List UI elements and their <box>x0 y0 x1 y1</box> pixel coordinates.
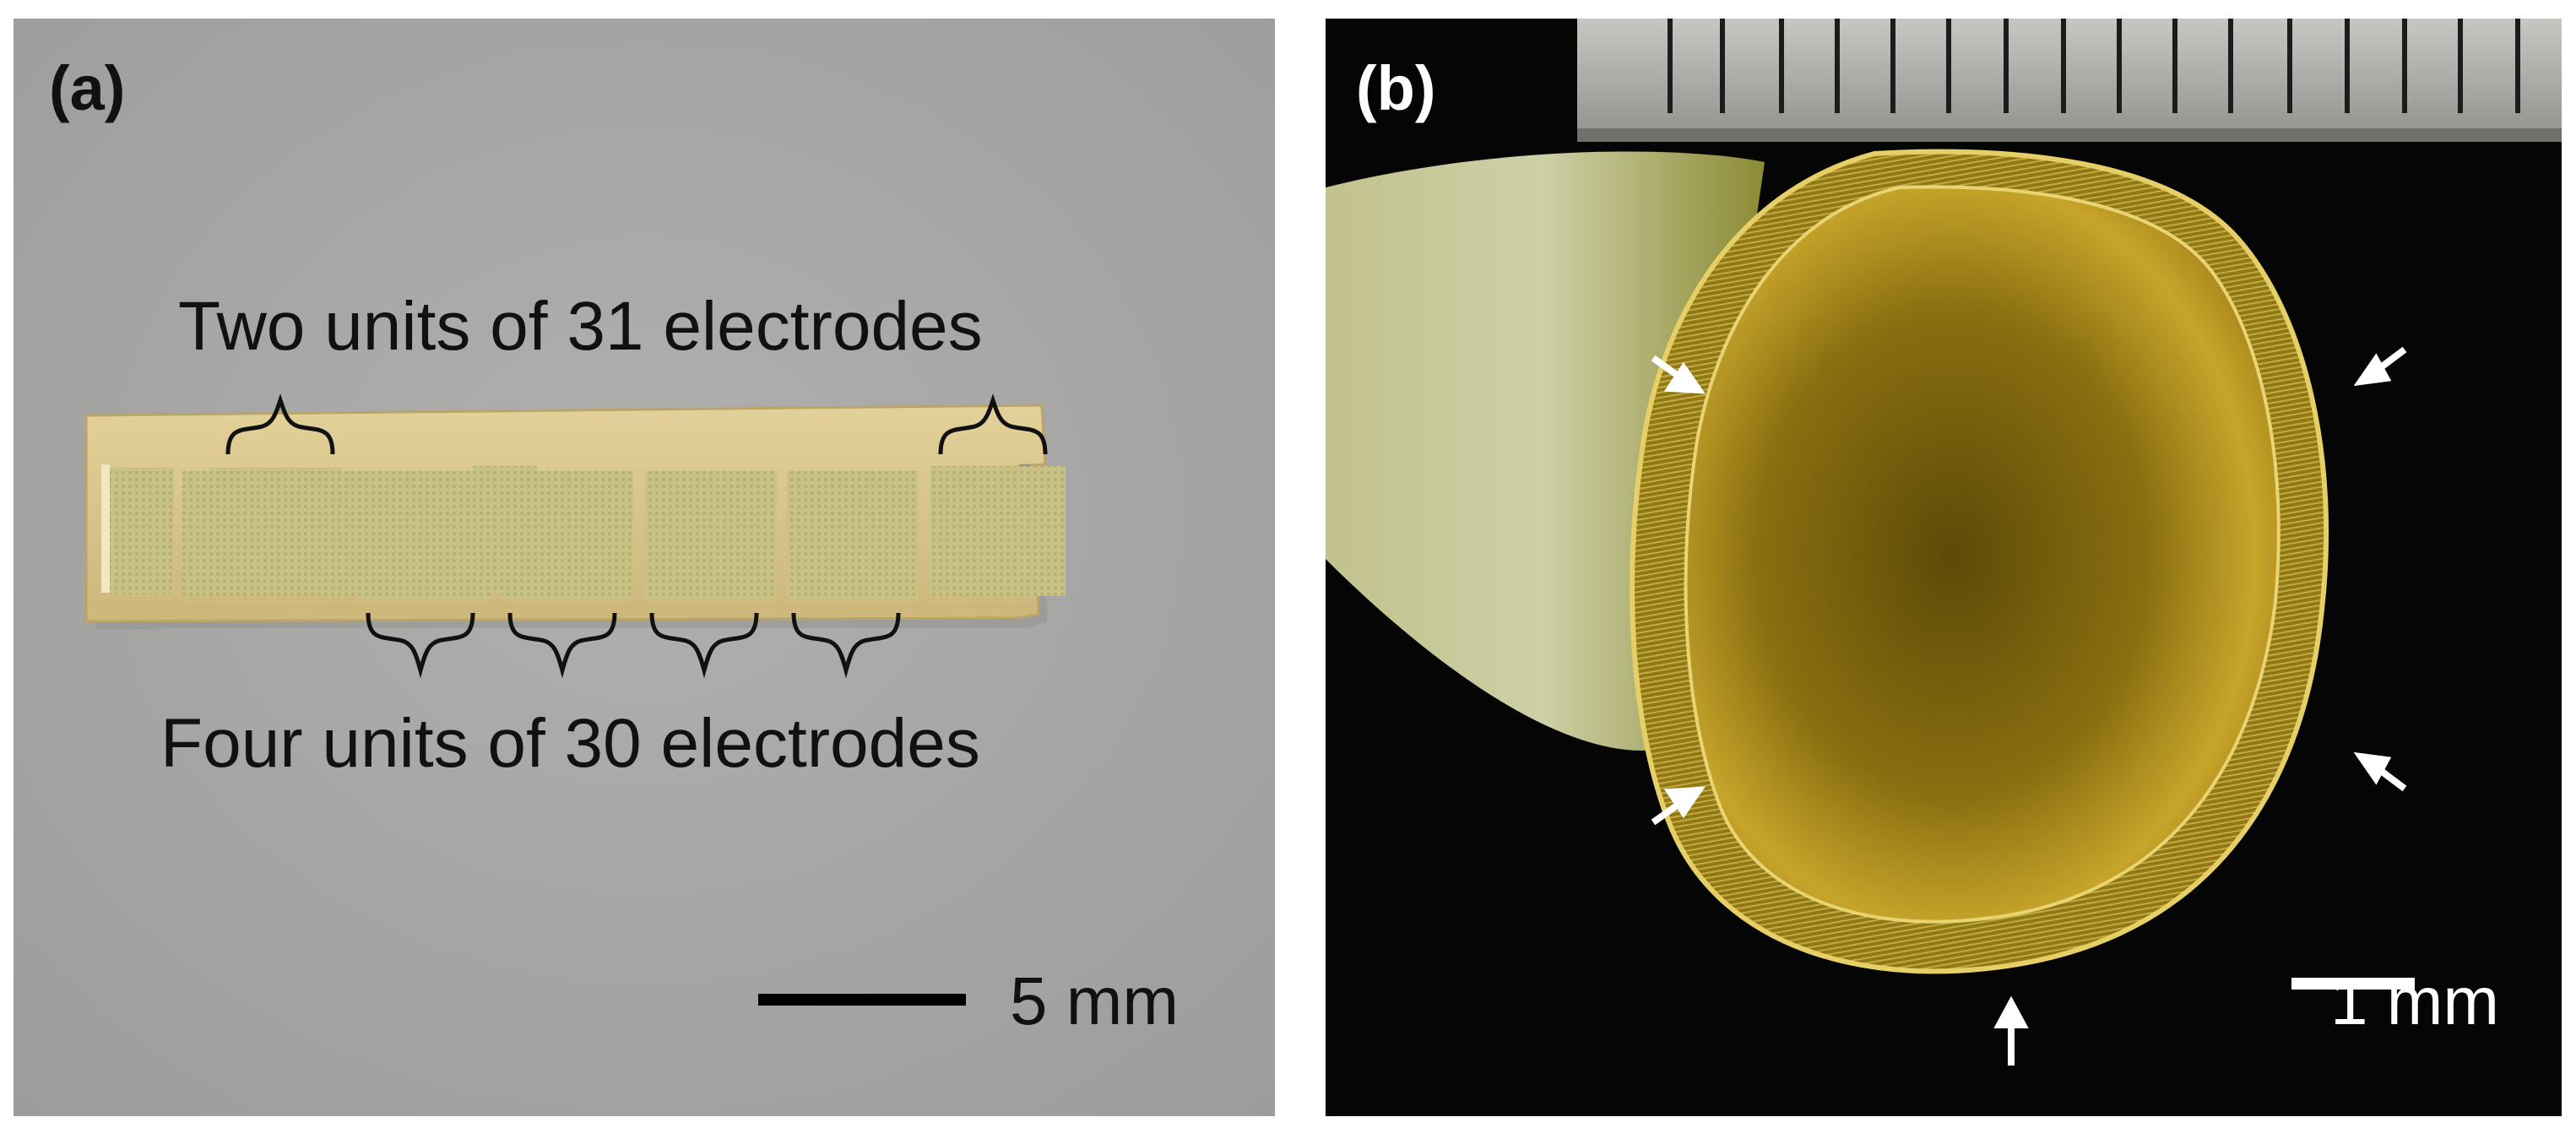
arrow-head-icon <box>2353 353 2392 387</box>
arrows <box>1651 346 2407 1066</box>
brace-bottom <box>791 612 901 679</box>
panel-label-b: (b) <box>1356 53 1436 123</box>
scale-bar-a <box>758 994 966 1006</box>
panel-a-overlay <box>209 393 1066 1006</box>
top-braces <box>225 393 1048 455</box>
scale-bar-b-label: 1 mm <box>2330 963 2499 1039</box>
cuff-ring <box>1630 149 2329 974</box>
panel-b-image <box>1326 19 2562 1116</box>
arrow-head-icon <box>2353 751 2392 785</box>
brace-top-right <box>938 393 1048 455</box>
top-annotation: Two units of 31 electrodes <box>178 288 983 365</box>
brace-top-left <box>225 393 335 455</box>
scale-bar-b <box>2291 978 2415 990</box>
brace-bottom <box>507 612 617 679</box>
bottom-braces <box>366 612 901 679</box>
arrow-head-icon <box>1993 995 2029 1028</box>
arrow-head-icon <box>1663 786 1706 819</box>
panel-b-photo <box>1326 19 2562 1116</box>
scale-bar-a-label: 5 mm <box>1010 963 1179 1039</box>
bottom-annotation: Four units of 30 electrodes <box>160 705 980 782</box>
electrode-unit <box>110 468 174 594</box>
arrow-head-icon <box>1663 361 1706 394</box>
brace-bottom <box>649 612 759 679</box>
ruler <box>1577 19 2562 142</box>
brace-bottom <box>366 612 475 679</box>
strip-slit-left <box>101 464 110 593</box>
electrode-units-scaled <box>209 466 1066 599</box>
panel-label-a: (a) <box>49 53 126 123</box>
